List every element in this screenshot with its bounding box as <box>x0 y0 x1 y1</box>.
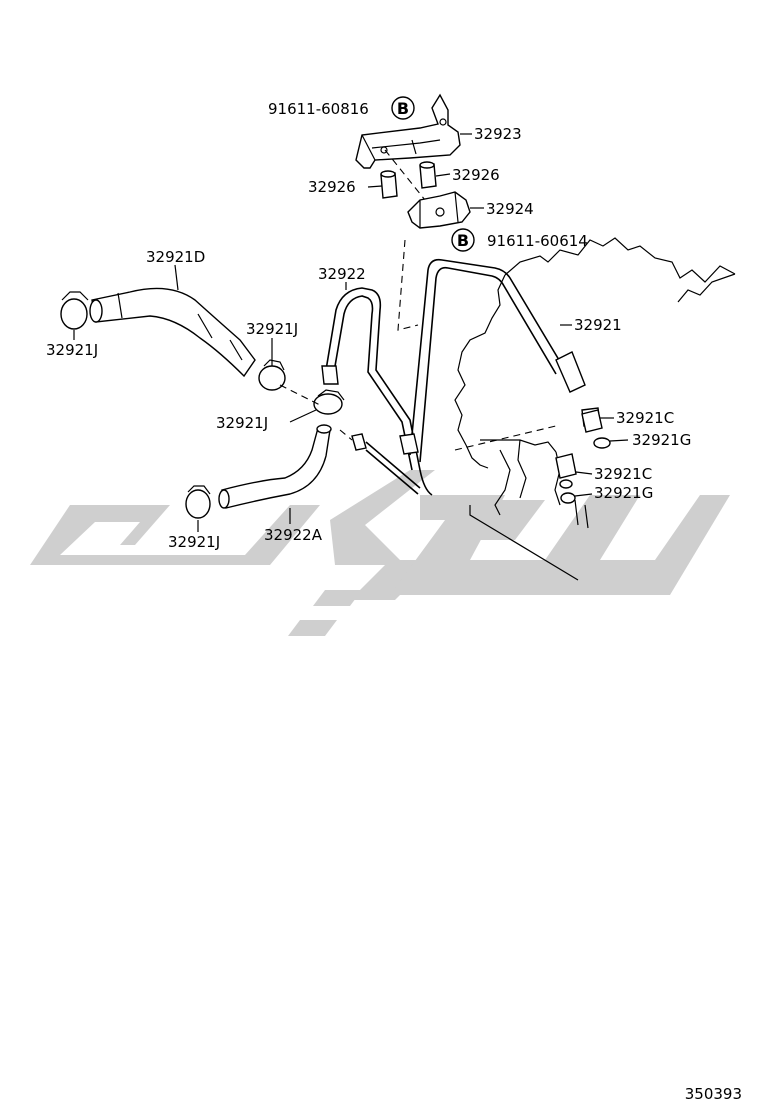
guide-line <box>397 239 419 331</box>
label-gasket-g-upper: 32921G <box>632 431 691 449</box>
guide-line <box>279 384 321 406</box>
label-union-c-upper: 32921C <box>616 409 674 427</box>
label-clamp-j-middle: 32921J <box>216 414 268 432</box>
leader-lines <box>73 133 629 532</box>
clamp-plate-32924 <box>407 191 471 229</box>
label-clamp-j-lower: 32921J <box>168 533 220 551</box>
hose-32921d <box>89 287 256 378</box>
label-gasket-g-lower: 32921G <box>594 484 653 502</box>
tube-32921 <box>409 258 601 463</box>
grommet-32926-right <box>419 161 437 189</box>
gasket-32921g-lower <box>560 492 576 504</box>
label-bolt-upper: 91611-60816 <box>268 100 369 118</box>
label-tube-32921: 32921 <box>574 316 622 334</box>
gasket-32921g-upper <box>593 437 611 449</box>
union-fitting <box>351 433 421 495</box>
label-union-c-lower: 32921C <box>594 465 652 483</box>
label-bolt-lower: 91611-60614 <box>487 232 588 250</box>
label-clamp-j-upper: 32921J <box>246 320 298 338</box>
label-clamp-j-far-left: 32921J <box>46 341 98 359</box>
figure-number: 350393 <box>685 1085 742 1103</box>
label-grommet-right: 32926 <box>452 166 500 184</box>
union-32921c-upper <box>581 409 603 433</box>
label-tube-32922: 32922 <box>318 265 366 283</box>
label-hose-d: 32921D <box>146 248 205 266</box>
grommet-32926-left <box>380 170 398 199</box>
watermark-logo <box>30 470 730 636</box>
tube-32922 <box>321 287 433 496</box>
label-grommet-left: 32926 <box>308 178 356 196</box>
callout-circle-b <box>391 96 415 120</box>
union-32921c-lower <box>555 453 577 489</box>
bolt-b-upper: B 91611-60816 <box>268 96 415 120</box>
bracket-32923 <box>355 93 461 169</box>
callout-letter: B <box>457 231 469 250</box>
guide-line <box>339 429 353 441</box>
clamp-32921j-middle <box>313 389 345 415</box>
callout-letter: B <box>397 99 409 118</box>
label-clamp-plate: 32924 <box>486 200 534 218</box>
clamp-32921j-lower <box>185 485 211 519</box>
bolt-b-lower: B <box>451 228 475 252</box>
clamp-32921j-far-left <box>60 291 89 330</box>
guide-line <box>384 149 426 201</box>
engine-outline <box>454 237 736 581</box>
label-hose-a: 32922A <box>264 526 323 544</box>
hose-32922a <box>218 424 332 509</box>
label-bracket: 32923 <box>474 125 522 143</box>
